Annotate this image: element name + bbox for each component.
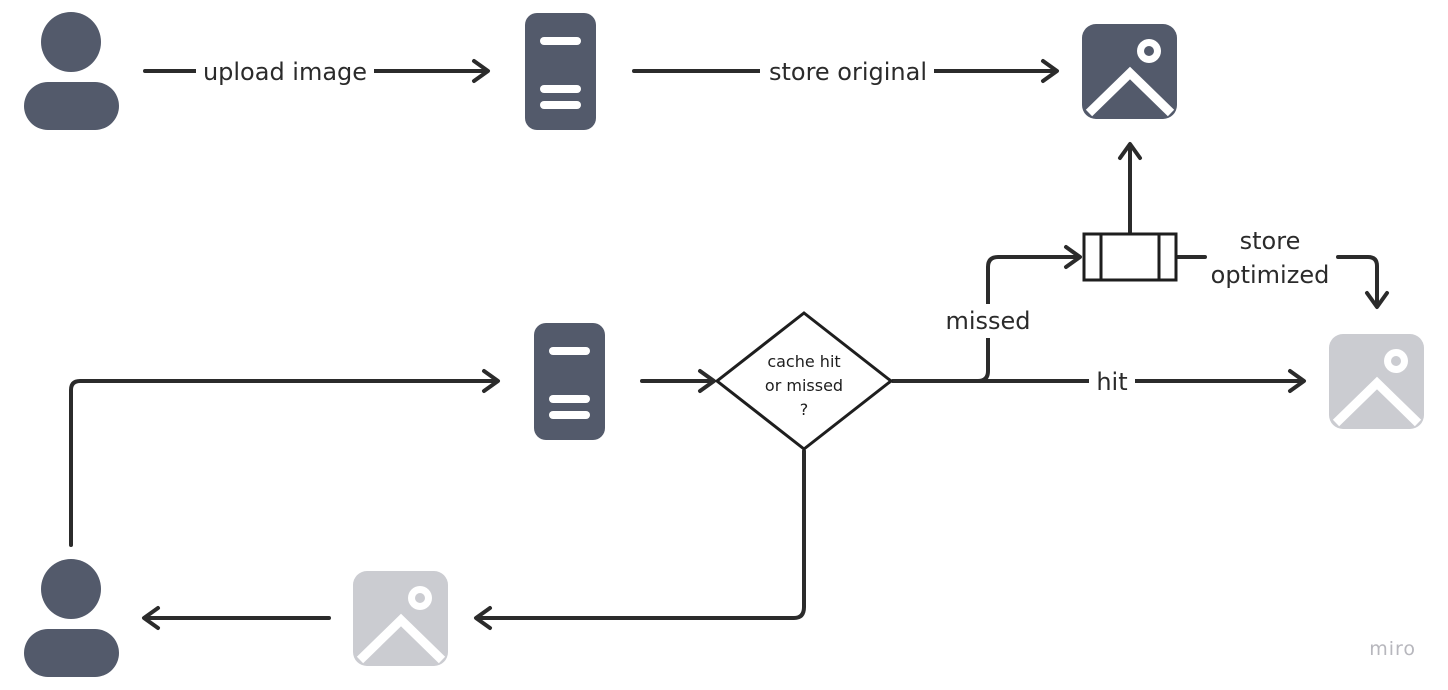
image-icon: [1082, 24, 1177, 119]
label-store-original: store original: [769, 58, 927, 86]
label-upload-image: upload image: [203, 58, 367, 86]
arrowhead: [474, 606, 492, 630]
server-icon: [534, 323, 605, 440]
label-hit: hit: [1096, 368, 1127, 396]
decision-text-1: cache hit: [767, 352, 840, 371]
decision-text-3: ?: [800, 400, 809, 419]
label-store-optimized-1: store: [1240, 227, 1301, 255]
arrowhead: [482, 369, 500, 393]
edge-store-optimized: [1176, 255, 1379, 307]
miro-watermark: miro: [1369, 638, 1416, 660]
arrowhead: [1064, 245, 1082, 269]
arrowhead: [698, 369, 716, 393]
queue-icon: [1082, 232, 1178, 282]
user-icon: [24, 12, 119, 130]
decision-node: cache hit or missed ?: [714, 311, 894, 451]
arrowhead: [1365, 291, 1389, 309]
arrowhead: [1288, 369, 1306, 393]
arrowhead: [472, 59, 490, 83]
image-icon: [353, 571, 448, 666]
arrowhead: [1041, 59, 1059, 83]
user-icon: [24, 559, 119, 677]
server-icon: [525, 13, 596, 130]
edge-decision-to-return: [476, 449, 806, 620]
label-store-optimized-2: optimized: [1211, 261, 1330, 289]
arrowhead: [142, 606, 160, 630]
decision-text-2: or missed: [765, 376, 843, 395]
edge-user-to-server: [69, 379, 498, 547]
image-icon: [1329, 334, 1424, 429]
arrowhead: [1118, 142, 1142, 160]
label-missed: missed: [945, 307, 1030, 335]
